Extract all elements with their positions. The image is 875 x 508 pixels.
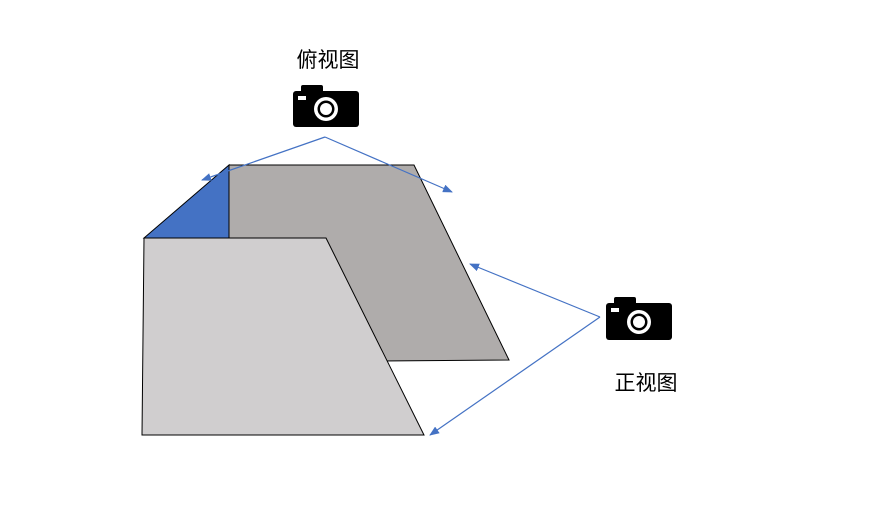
corner-triangle — [142, 163, 230, 240]
top-view-arrow-right — [324, 136, 453, 193]
front-view-arrow-up — [469, 263, 601, 318]
camera-icon — [606, 297, 672, 340]
front-view-label: 正视图 — [615, 371, 678, 395]
front-panel — [141, 237, 425, 436]
top-view-arrow-left — [201, 136, 326, 181]
front-view-arrow-down — [429, 316, 601, 436]
top-view-label: 俯视图 — [297, 48, 360, 72]
camera-icon — [293, 85, 359, 127]
